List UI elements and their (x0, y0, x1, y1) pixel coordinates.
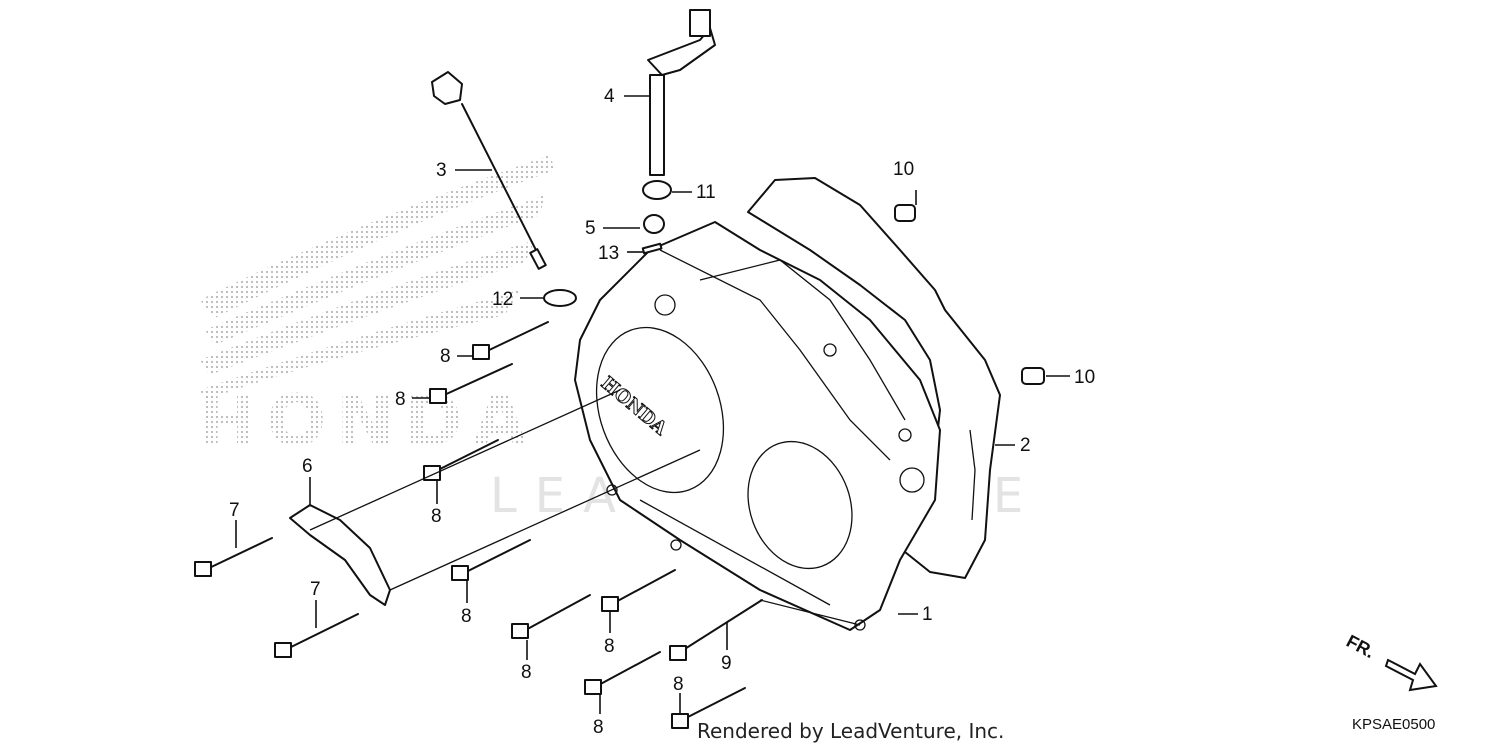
callout-13: 13 (598, 243, 619, 264)
bolts (194, 321, 763, 729)
bolt (451, 539, 531, 581)
dowel-pin (1021, 367, 1045, 385)
bolt (194, 537, 273, 577)
honda-wing-watermark: HONDA (198, 155, 555, 462)
bolt (472, 321, 549, 360)
spring (643, 214, 665, 234)
callout-10a: 10 (893, 159, 914, 180)
callout-6: 6 (302, 456, 313, 477)
callout-7: 7 (229, 500, 240, 521)
diagram-code: KPSAE0500 (1352, 716, 1436, 733)
bolt (669, 599, 763, 661)
callout-8f: 8 (604, 636, 615, 657)
bolt (274, 613, 359, 658)
callout-8e: 8 (521, 662, 532, 683)
callout-12: 12 (492, 289, 513, 310)
callout-9: 9 (721, 653, 732, 674)
callout-8a: 8 (440, 346, 451, 367)
callout-1: 1 (922, 604, 933, 625)
bolt (429, 363, 513, 404)
pin (641, 242, 663, 255)
callout-8g: 8 (593, 717, 604, 738)
oil-seal (642, 180, 672, 200)
callout-11: 11 (696, 182, 716, 203)
bolt (584, 651, 661, 695)
callout-8d: 8 (461, 606, 472, 627)
callout-3: 3 (436, 160, 447, 181)
clutch-lifter-arm (647, 9, 716, 176)
front-direction-indicator: FR. (1343, 631, 1438, 692)
front-arrow-icon (1384, 658, 1438, 692)
bolt (601, 569, 676, 612)
leader-lines (235, 95, 1070, 714)
callout-7b: 7 (310, 579, 321, 600)
bracket (289, 504, 391, 606)
callout-8b: 8 (395, 389, 406, 410)
honda-wordmark-watermark: HONDA (198, 380, 537, 462)
o-ring (543, 289, 577, 307)
callout-10b: 10 (1074, 367, 1095, 388)
callout-4: 4 (604, 86, 615, 107)
callout-2: 2 (1020, 435, 1031, 456)
callout-8c: 8 (431, 506, 442, 527)
credit-text: Rendered by LeadVenture, Inc. (697, 719, 1005, 743)
assembly-lines (309, 389, 861, 626)
oil-dipstick (431, 71, 547, 270)
dowel-pin (894, 204, 916, 222)
bolt (511, 594, 591, 639)
callout-8h: 8 (673, 674, 684, 695)
callout-5: 5 (585, 218, 596, 239)
callouts: 1 2 3 4 5 6 7 7 8 8 8 8 8 8 8 8 9 10 10 … (229, 86, 1095, 738)
front-direction-label: FR. (1343, 631, 1378, 662)
crankcase-cover: HONDA (574, 221, 941, 631)
